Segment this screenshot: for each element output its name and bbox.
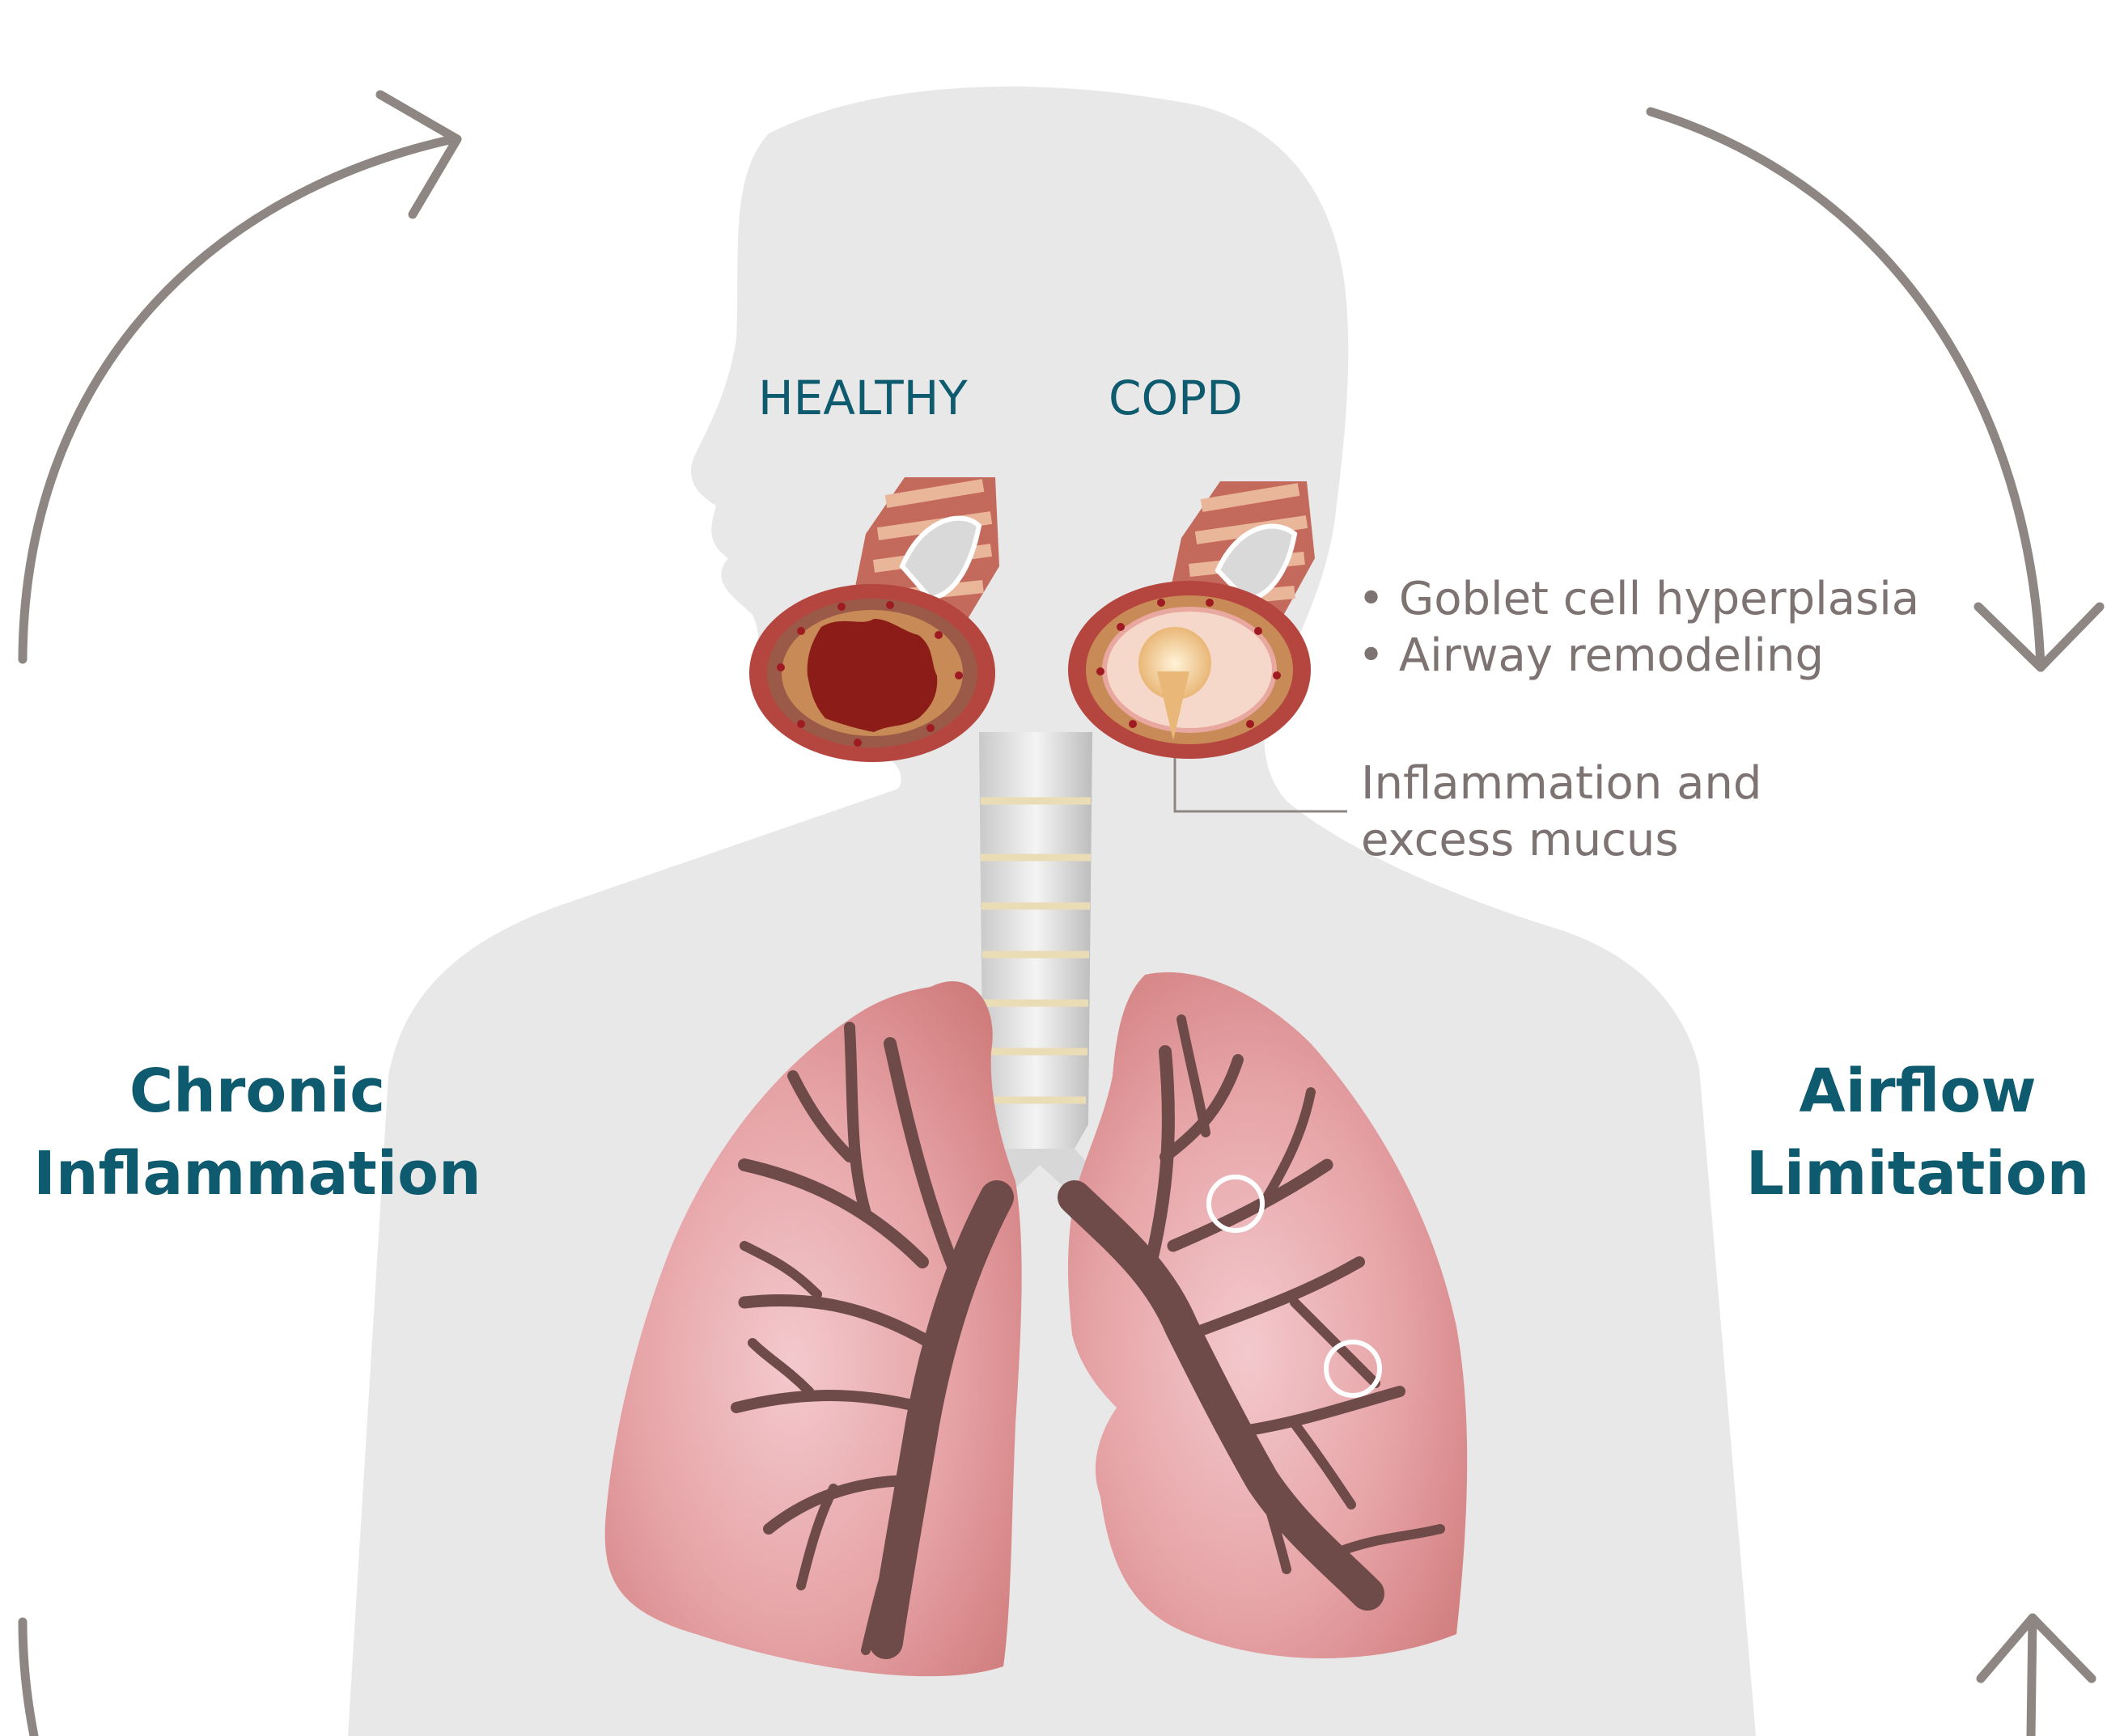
cycle-arrow-icon — [23, 139, 453, 659]
copd-feature-list: • Goblet cell hyperplasia • Airway remod… — [1358, 571, 1919, 684]
airflow-limitation-line-2: Limitation — [1732, 1133, 2104, 1215]
chronic-inflammation-label: Chronic Inflammation — [15, 1050, 500, 1215]
chronic-inflammation-line-1: Chronic — [15, 1050, 500, 1133]
mucus-callout-line-2: excess mucus — [1361, 812, 1761, 869]
copd-label: COPD — [1109, 375, 1243, 421]
chronic-inflammation-line-2: Inflammation — [15, 1133, 500, 1215]
mucus-callout: Inflammation and excess mucus — [1361, 756, 1761, 869]
copd-feature-goblet: • Goblet cell hyperplasia — [1358, 571, 1919, 628]
mucus-callout-line-1: Inflammation and — [1361, 756, 1761, 812]
healthy-label: HEALTHY — [758, 375, 968, 421]
copd-feature-remodeling: • Airway remodeling — [1358, 628, 1919, 684]
cycle-arrow-icon — [23, 1622, 34, 1736]
airflow-limitation-label: Airflow Limitation — [1732, 1050, 2104, 1215]
airflow-limitation-line-1: Airflow — [1732, 1050, 2104, 1133]
cycle-arrow-icon — [2031, 1618, 2033, 1736]
